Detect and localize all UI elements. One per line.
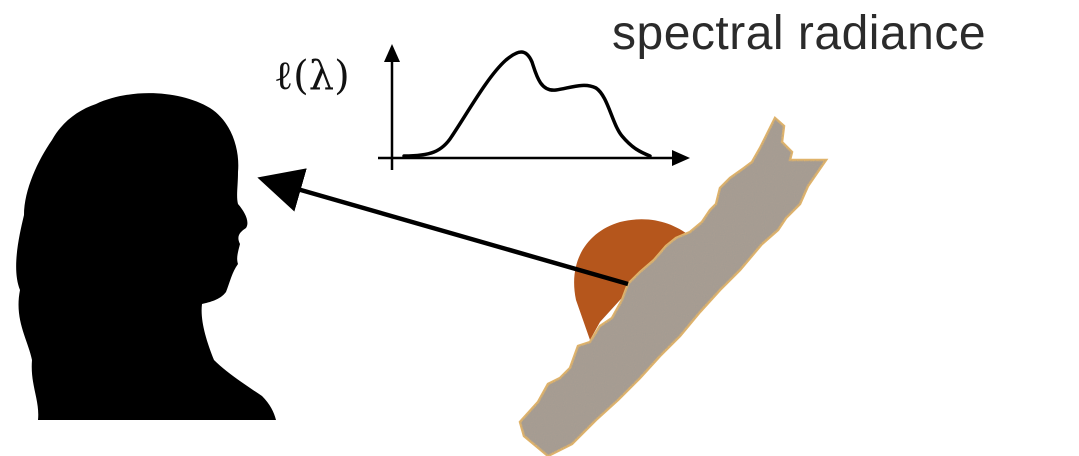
light-ray-arrow-icon — [257, 168, 629, 287]
graph-y-arrowhead — [384, 44, 400, 62]
graph-x-arrowhead — [672, 150, 690, 166]
spectral-curve — [402, 50, 652, 158]
diagram-title: spectral radiance — [612, 7, 987, 60]
graph-y-label: ℓ(λ) — [274, 53, 350, 99]
surface-texture — [520, 118, 826, 456]
person-silhouette-icon — [16, 93, 276, 420]
spectral-graph — [378, 44, 690, 170]
